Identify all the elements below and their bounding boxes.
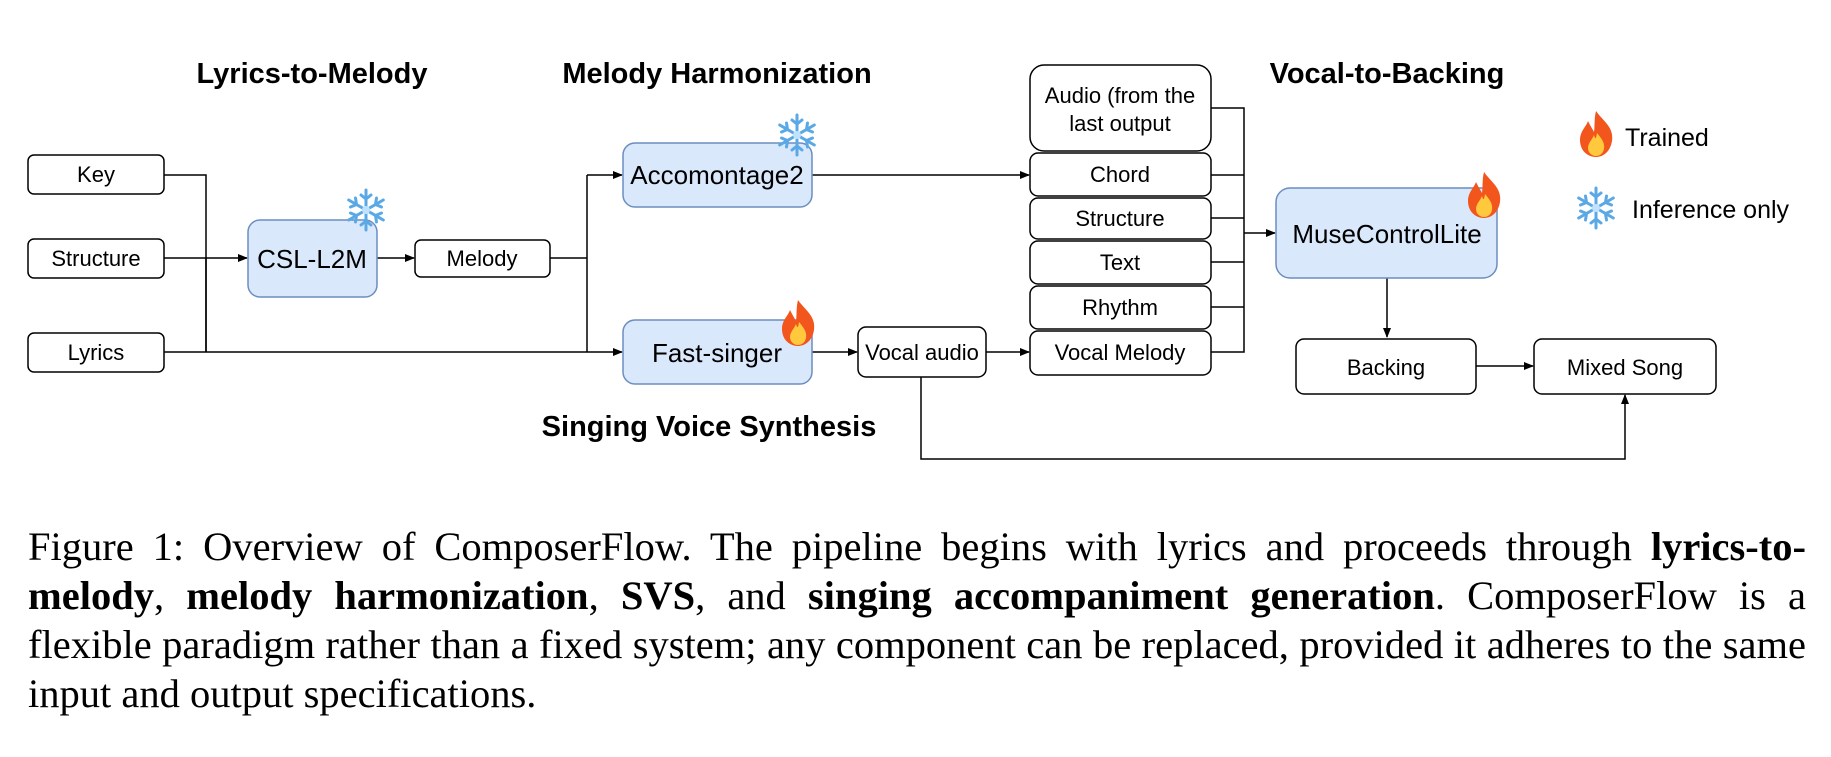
- fire-icon: [1468, 172, 1501, 218]
- section-title-vocal-to-backing: Vocal-to-Backing: [1270, 58, 1505, 90]
- condition-label-audio-line1: Audio (from the: [1045, 83, 1195, 108]
- figure-caption: Figure 1: Overview of ComposerFlow. The …: [28, 522, 1806, 718]
- condition-chord: Chord: [1029, 152, 1212, 197]
- condition-label-text: Text: [1100, 250, 1140, 275]
- condition-rhythm: Rhythm: [1029, 285, 1212, 330]
- label-melody: Melody: [447, 246, 518, 271]
- model-node-musecontrollite: MuseControlLite: [1275, 187, 1498, 279]
- model-label-musecontrollite: MuseControlLite: [1292, 219, 1481, 249]
- legend-label-trained: Trained: [1625, 124, 1709, 152]
- caption-text: ,: [588, 573, 621, 618]
- input-label-key: Key: [77, 162, 115, 187]
- input-node-structure: Structure: [27, 238, 165, 279]
- condition-label-audio-line2: last output: [1069, 111, 1171, 136]
- caption-term-svs: SVS: [620, 573, 696, 618]
- section-title-singing-voice-synthesis: Singing Voice Synthesis: [542, 411, 877, 443]
- condition-vocal-melody: Vocal Melody: [1029, 330, 1212, 376]
- edge-vocal-to-mixed: [920, 377, 1629, 460]
- section-title-lyrics-to-melody: Lyrics-to-Melody: [197, 58, 428, 90]
- snowflake-icon: [1577, 186, 1615, 230]
- model-label-csl-l2m: CSL-L2M: [257, 244, 367, 274]
- label-mixed-song: Mixed Song: [1567, 355, 1683, 380]
- legend: Trained Inference only: [1577, 111, 1790, 230]
- condition-label-vocal-melody: Vocal Melody: [1055, 340, 1186, 365]
- label-vocal-audio: Vocal audio: [865, 340, 979, 365]
- caption-term-accompaniment: singing accompaniment generation: [807, 573, 1435, 618]
- condition-label-chord: Chord: [1090, 162, 1150, 187]
- node-mixed-song: Mixed Song: [1533, 338, 1717, 395]
- pipeline-diagram: Lyrics-to-Melody Melody Harmonization Vo…: [27, 58, 1790, 460]
- condition-audio-last-output: Audio (from the last output: [1029, 64, 1212, 152]
- model-node-csl-l2m: CSL-L2M: [247, 219, 378, 298]
- node-melody: Melody: [414, 239, 551, 278]
- input-label-structure: Structure: [51, 246, 140, 271]
- node-backing: Backing: [1295, 338, 1477, 395]
- condition-label-rhythm: Rhythm: [1082, 295, 1158, 320]
- edge-key: [164, 174, 207, 352]
- model-label-fast-singer: Fast-singer: [652, 338, 782, 368]
- label-backing: Backing: [1347, 355, 1425, 380]
- model-label-accomontage2: Accomontage2: [630, 160, 803, 190]
- caption-text: ,: [154, 573, 187, 618]
- condition-label-structure: Structure: [1075, 206, 1164, 231]
- caption-text: , and: [695, 573, 808, 618]
- legend-label-inference-only: Inference only: [1632, 196, 1790, 224]
- input-label-lyrics: Lyrics: [68, 340, 125, 365]
- edge-conditions-bus: [1211, 107, 1245, 353]
- node-vocal-audio: Vocal audio: [857, 326, 987, 378]
- model-node-fast-singer: Fast-singer: [622, 319, 813, 385]
- condition-text: Text: [1029, 240, 1212, 285]
- caption-term-lyrics-to-melody: lyrics-to-melody: [28, 524, 1806, 618]
- caption-term-melody-harmonization: melody harmonization: [186, 573, 589, 618]
- condition-structure: Structure: [1029, 197, 1212, 240]
- fire-icon: [782, 300, 815, 346]
- caption-text: . ComposerFlow is a flexible paradigm ra…: [28, 573, 1807, 716]
- edges: [164, 107, 1629, 460]
- input-node-key: Key: [27, 154, 165, 195]
- fire-icon: [1580, 111, 1613, 157]
- section-title-melody-harmonization: Melody Harmonization: [562, 58, 871, 90]
- input-node-lyrics: Lyrics: [27, 332, 165, 373]
- model-node-accomontage2: Accomontage2: [622, 142, 813, 208]
- caption-text: Figure 1: Overview of ComposerFlow. The …: [28, 524, 1651, 569]
